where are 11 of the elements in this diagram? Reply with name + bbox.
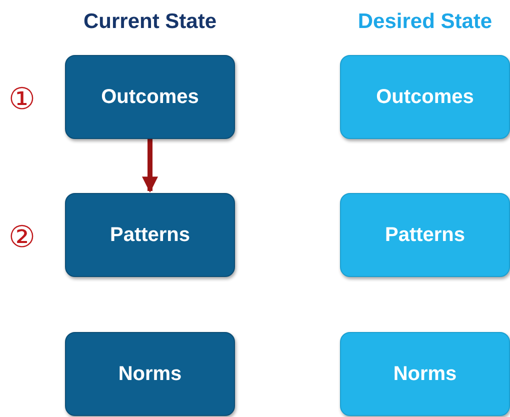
step-number: ①: [8, 82, 36, 117]
arrow: [142, 139, 158, 193]
column-heading: Current State: [83, 10, 217, 34]
state-box: Outcomes: [65, 55, 235, 139]
state-box: Norms: [65, 332, 235, 416]
state-box: Patterns: [340, 193, 510, 277]
state-box: Patterns: [65, 193, 235, 277]
column-heading: Desired State: [358, 10, 492, 34]
state-box: Norms: [340, 332, 510, 416]
state-box: Outcomes: [340, 55, 510, 139]
step-number: ②: [8, 220, 36, 255]
